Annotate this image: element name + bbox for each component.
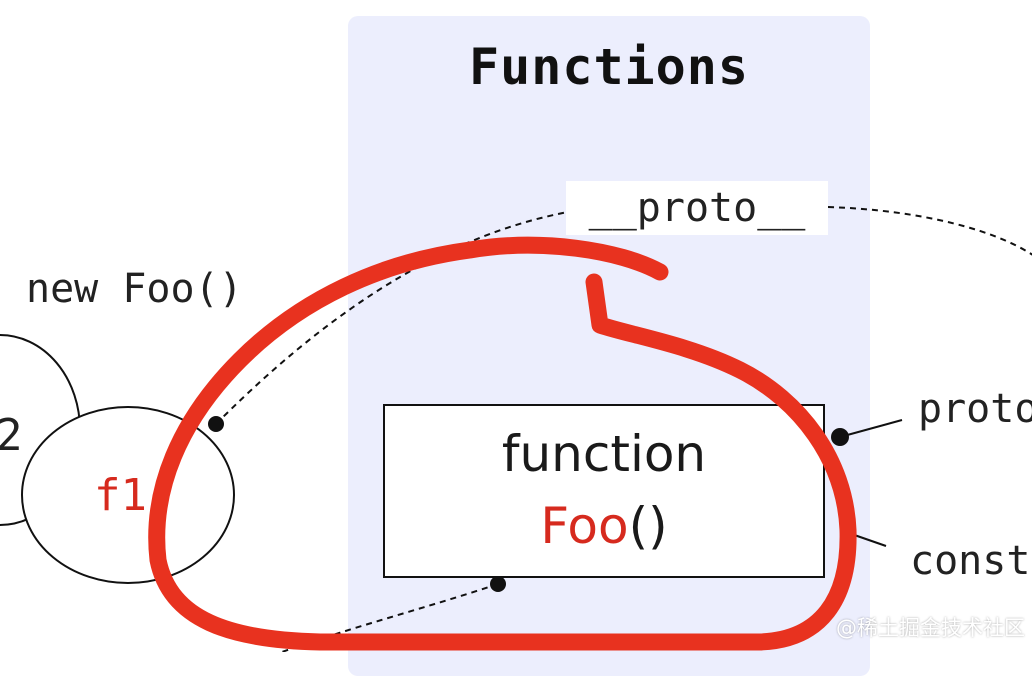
function-foo-box bbox=[383, 404, 825, 578]
watermark: @稀土掘金技术社区 bbox=[836, 616, 1025, 640]
partial-left-label: 2 bbox=[0, 410, 23, 461]
function-signature: Foo() bbox=[383, 497, 825, 555]
f1-label: f1 bbox=[94, 470, 147, 521]
proto-right-link bbox=[839, 419, 903, 438]
dashed-link-bottom bbox=[279, 583, 499, 652]
function-keyword: function bbox=[501, 425, 707, 483]
red-annotation bbox=[148, 236, 857, 651]
link-dot-proto-right bbox=[831, 428, 849, 446]
function-parens: () bbox=[628, 497, 668, 555]
functions-title: Functions bbox=[469, 38, 749, 96]
red-annotation-stroke bbox=[148, 236, 857, 651]
dashed-link-proto-left bbox=[215, 211, 569, 425]
proto-right-label: proto bbox=[918, 386, 1032, 432]
link-dot-box-bottom bbox=[490, 576, 506, 592]
proto-label: __proto__ bbox=[588, 185, 806, 231]
new-foo-label: new Foo() bbox=[26, 266, 243, 312]
proto-label-chip bbox=[566, 181, 828, 235]
link-dot-f1 bbox=[208, 416, 224, 432]
const-right-label: const bbox=[910, 538, 1031, 584]
dashed-link-proto-right bbox=[827, 206, 1032, 256]
function-name: Foo bbox=[540, 497, 629, 555]
